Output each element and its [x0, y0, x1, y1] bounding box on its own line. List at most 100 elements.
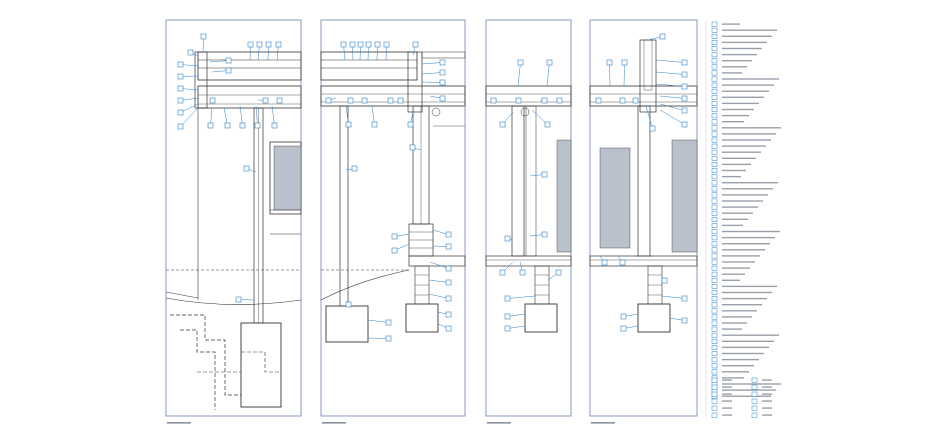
key-tag-5	[711, 391, 718, 397]
legend-description-44	[722, 285, 777, 288]
legend-description-3	[722, 35, 772, 37]
detail-3-tag-4	[515, 97, 522, 104]
legend-tag-52	[711, 332, 718, 338]
legend-tag-27	[711, 180, 718, 186]
legend-tag-49	[711, 314, 718, 320]
detail-3-tag-15	[504, 313, 511, 320]
legend-tag-15	[711, 107, 718, 113]
legend-tag-55	[711, 351, 718, 357]
detail-2-tag-11	[439, 95, 446, 102]
detail-2-tag-17	[345, 121, 352, 128]
legend-description-46	[722, 297, 767, 300]
detail-4-tag-4-leader	[655, 59, 685, 63]
legend-tag-53	[711, 338, 718, 344]
legend-description-45	[722, 291, 772, 294]
detail-3-tag-9	[541, 171, 548, 178]
legend-description-48	[722, 310, 757, 312]
key-description-8	[762, 400, 772, 402]
legend-description-43	[722, 279, 740, 281]
detail-1-tag-13	[177, 109, 184, 116]
detail-4-tag-13-leader	[645, 105, 653, 129]
detail-2-tag-9-leader	[421, 72, 443, 75]
detail-2-tag-26-leader	[429, 261, 449, 269]
legend-description-37	[722, 243, 770, 245]
detail-3-tag-12	[499, 269, 506, 276]
legend-description-19	[722, 133, 776, 135]
detail-2-tag-5	[374, 41, 381, 48]
detail-2-tag-23	[391, 247, 398, 254]
detail-3-tag-8	[544, 121, 551, 128]
detail-2-tag-21	[351, 165, 358, 172]
key-tag-3	[711, 384, 718, 390]
legend-tag-38	[711, 247, 718, 253]
key-description-5	[722, 393, 732, 395]
legend-description-42	[722, 273, 745, 275]
detail-2-tag-1	[340, 41, 347, 48]
legend-description-38	[722, 249, 765, 251]
detail-1-tag-17-leader	[239, 105, 243, 126]
detail-2-tag-12	[325, 97, 332, 104]
legend-description-13	[722, 96, 764, 98]
detail-3-tag-6	[556, 97, 563, 104]
detail-2-tag-30	[445, 325, 452, 332]
legend-tag-11	[711, 82, 718, 88]
legend-tag-28	[711, 186, 718, 192]
detail-4-tag-5	[681, 71, 688, 78]
legend-description-56	[722, 358, 759, 361]
detail-3-tag-11	[504, 235, 511, 242]
detail-1-tag-18	[254, 122, 261, 129]
detail-3-tag-2-leader	[546, 62, 550, 87]
legend-tag-58	[711, 369, 718, 375]
legend-description-35	[722, 230, 780, 233]
legend-tag-6	[711, 52, 718, 58]
key-description-1	[722, 379, 732, 381]
callout-tags	[177, 33, 688, 342]
detail-3-caption	[487, 422, 511, 424]
detail-2-tag-27-leader	[428, 279, 449, 283]
detail-3-tag-10	[541, 231, 548, 238]
legend-description-51	[722, 328, 742, 330]
legend-tag-36	[711, 235, 718, 241]
detail-4-tag-3	[659, 33, 666, 40]
detail-1-tag-22	[276, 97, 283, 104]
legend-description-52	[722, 334, 779, 336]
legend-tag-47	[711, 302, 718, 308]
key-tag-9	[711, 405, 718, 411]
legend-tag-56	[711, 357, 718, 363]
legend-description-41	[722, 267, 750, 269]
legend-tag-50	[711, 320, 718, 326]
detail-2-tag-29	[445, 311, 452, 318]
detail-1-tag-14-leader	[180, 107, 199, 127]
legend-description-14	[722, 102, 759, 105]
legend-tag-9	[711, 70, 718, 76]
detail-4-tag-11	[619, 97, 626, 104]
detail-1-tag-9	[225, 67, 232, 74]
key-description-9	[722, 407, 732, 409]
detail-2-tag-18	[371, 121, 378, 128]
detail-2-tag-8-leader	[421, 62, 443, 65]
legend-tag-14	[711, 101, 718, 106]
legend-tag-48	[711, 308, 718, 314]
detail-3-tag-14	[504, 295, 511, 302]
detail-2-tag-2	[349, 41, 356, 48]
detail-3-tag-17	[555, 269, 562, 276]
legend-description-7	[722, 60, 752, 62]
legend-description-49	[722, 316, 752, 318]
legend-description-8	[722, 66, 747, 68]
legend-tag-7	[711, 58, 718, 64]
detail-4-tag-7	[681, 95, 688, 102]
detail-2-tag-10-leader	[421, 81, 443, 83]
detail-2-tag-25	[445, 243, 452, 250]
legend-tag-5	[711, 46, 718, 52]
legend-tag-20	[711, 137, 718, 143]
detail-1-tag-15-leader	[210, 107, 213, 126]
legend-description-50	[722, 322, 747, 324]
legend-description-31	[722, 206, 758, 208]
key-tag-4	[751, 384, 758, 390]
detail-1-tag-24	[235, 296, 242, 303]
legend-description-28	[722, 188, 773, 190]
legend-tag-23	[711, 155, 718, 161]
detail-3-tag-1	[517, 59, 524, 66]
detail-2-caption	[322, 422, 346, 424]
detail-4-tag-13	[649, 125, 656, 132]
